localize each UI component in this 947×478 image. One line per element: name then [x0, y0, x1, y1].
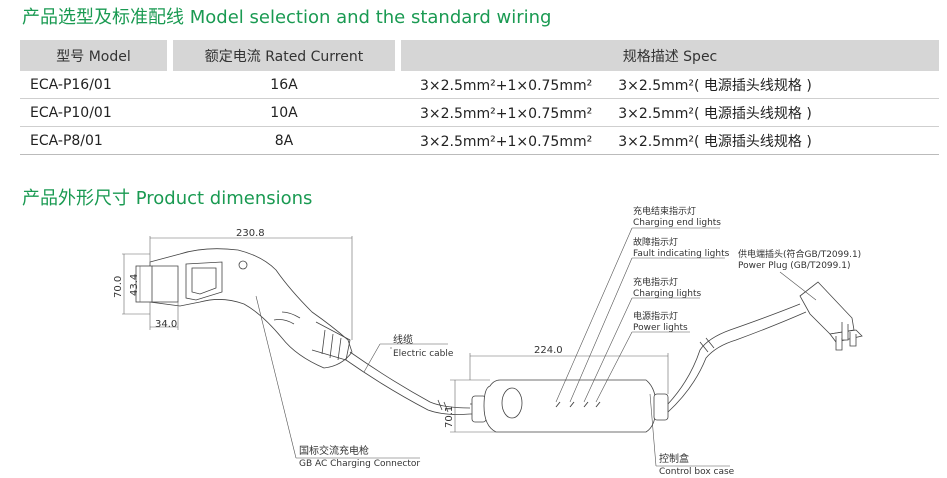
spec-plug-cable: 3×2.5mm²( 电源插头线规格 ) — [618, 105, 812, 122]
power-plug-drawing — [799, 281, 863, 351]
spec-plug-cable: 3×2.5mm²( 电源插头线规格 ) — [618, 133, 812, 150]
leader-lines — [255, 227, 817, 467]
label-charging-cn: 充电指示灯 — [633, 276, 678, 288]
spec-table: 型号 Model 额定电流 Rated Current 规格描述 Spec EC… — [20, 40, 939, 155]
table-header-row: 型号 Model 额定电流 Rated Current 规格描述 Spec — [20, 40, 939, 71]
control-box-dimension-lines — [450, 353, 669, 433]
section-title-product-dimensions: 产品外形尺寸 Product dimensions — [22, 188, 313, 209]
plug-cable-drawing — [667, 303, 807, 413]
charging-connector-drawing — [135, 248, 353, 369]
label-plug-cn: 供电端插头(符合GB/T2099.1) — [738, 248, 861, 260]
dimension-drawing: 230.8 70.0 43.4 34.0 224.0 70.1 — [113, 205, 863, 477]
dim-length-box: 224.0 — [534, 345, 563, 356]
header-rated-current: 额定电流 Rated Current — [167, 40, 398, 71]
spec-plug-cable: 3×2.5mm²( 电源插头线规格 ) — [618, 77, 812, 94]
spec-cable: 3×2.5mm²+1×0.75mm² — [420, 77, 593, 94]
label-charging-end-cn: 充电结束指示灯 — [633, 205, 696, 217]
label-cable-en: Electric cable — [393, 349, 454, 359]
cell-current: 8A — [170, 126, 398, 155]
label-plug-en: Power Plug (GB/T2099.1) — [738, 261, 850, 271]
section-title-model-selection: 产品选型及标准配线 Model selection and the standa… — [22, 7, 552, 28]
label-box-cn: 控制盒 — [659, 452, 689, 465]
cell-spec: 3×2.5mm²+1×0.75mm² 3×2.5mm²( 电源插头线规格 ) — [398, 71, 939, 99]
cell-current: 16A — [170, 71, 398, 99]
label-charging-en: Charging lights — [633, 289, 701, 299]
cell-current: 10A — [170, 98, 398, 127]
cell-model: ECA-P16/01 — [20, 71, 170, 99]
dim-height-gun: 70.0 — [113, 276, 124, 298]
cell-model: ECA-P10/01 — [20, 98, 170, 127]
label-fault-en: Fault indicating lights — [633, 249, 730, 259]
cell-spec: 3×2.5mm²+1×0.75mm² 3×2.5mm²( 电源插头线规格 ) — [398, 126, 939, 155]
label-connector-cn: 国标交流充电枪 — [299, 444, 369, 457]
electric-cable-drawing — [345, 351, 471, 415]
label-box-en: Control box case — [659, 467, 735, 477]
dim-socket-depth: 34.0 — [155, 319, 177, 330]
label-power-cn: 电源指示灯 — [633, 310, 678, 322]
label-cable-cn: 线缆 — [393, 333, 413, 346]
header-model: 型号 Model — [20, 40, 170, 71]
cell-model: ECA-P8/01 — [20, 126, 170, 155]
label-power-en: Power lights — [633, 323, 688, 333]
spec-cable: 3×2.5mm²+1×0.75mm² — [420, 133, 593, 150]
control-box-drawing — [470, 379, 669, 433]
label-fault-cn: 故障指示灯 — [633, 236, 678, 248]
dim-length-gun: 230.8 — [236, 228, 265, 239]
label-charging-end-en: Charging end lights — [633, 218, 721, 228]
cell-spec: 3×2.5mm²+1×0.75mm² 3×2.5mm²( 电源插头线规格 ) — [398, 98, 939, 127]
spec-cable: 3×2.5mm²+1×0.75mm² — [420, 105, 593, 122]
dim-socket-height: 43.4 — [129, 274, 140, 296]
table-row: ECA-P8/01 8A 3×2.5mm²+1×0.75mm² 3×2.5mm²(… — [20, 126, 939, 155]
header-spec: 规格描述 Spec — [395, 40, 939, 71]
gun-dimension-lines — [122, 236, 353, 340]
label-connector-en: GB AC Charging Connector — [299, 459, 420, 469]
dim-height-box: 70.1 — [444, 406, 455, 428]
